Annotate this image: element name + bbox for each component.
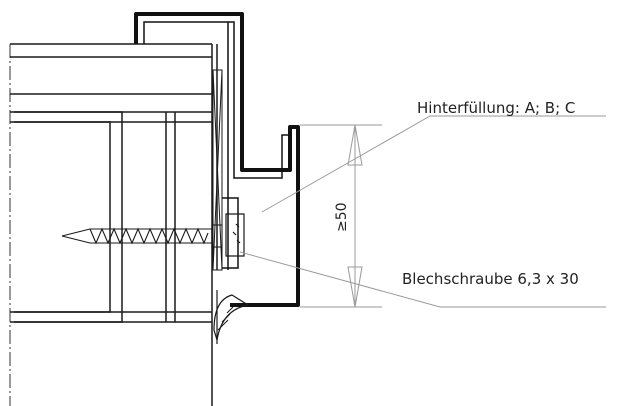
screw-label: Blechschraube 6,3 x 30: [402, 270, 579, 288]
steel-frame-inner: [143, 21, 290, 270]
dimension-label: ≥50: [334, 202, 350, 232]
steel-frame-profile: [134, 12, 300, 307]
screw: [61, 224, 223, 248]
frame-profile: [10, 111, 212, 323]
insulation-strip: [212, 69, 223, 271]
anchor-plate: [225, 213, 245, 257]
wall-block-top: [10, 43, 212, 95]
backfill-label: Hinterfüllung: A; B; C: [417, 99, 576, 117]
dimension-lines: [300, 124, 382, 308]
leader-lines: [239, 115, 606, 308]
seal-corner: [213, 290, 250, 344]
